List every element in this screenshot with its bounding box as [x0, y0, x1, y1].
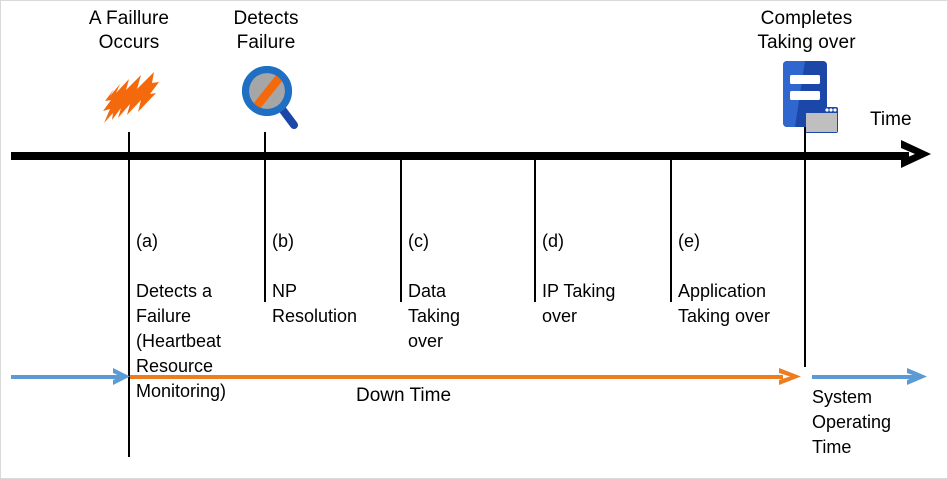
tick-mark-a [128, 132, 130, 457]
phase-label-e: (e) Application Taking over [678, 204, 813, 329]
phase-key-e: (e) [678, 231, 700, 251]
tick-mark-c [400, 159, 402, 302]
operating-time-arrowhead-left [113, 367, 133, 387]
magnifying-glass-icon [239, 63, 301, 135]
event-caption-failure-occurs: A Faillure Occurs [88, 8, 170, 53]
lightning-bolt-icon [93, 63, 163, 135]
down-time-label: Down Time [356, 385, 452, 406]
tick-mark-b [264, 132, 266, 302]
time-axis-label: Time [870, 109, 912, 130]
phase-text-c: Data Taking over [408, 281, 461, 351]
phase-key-a: (a) [136, 231, 158, 251]
phase-key-b: (b) [272, 231, 294, 251]
phase-label-b: (b) NP Resolution [272, 204, 397, 329]
operating-time-bar-right [812, 375, 917, 379]
down-time-bar [130, 375, 783, 379]
down-time-arrowhead [779, 367, 805, 387]
phase-key-c: (c) [408, 231, 429, 251]
phase-key-d: (d) [542, 231, 564, 251]
phase-text-d: IP Taking over [542, 281, 616, 326]
tick-mark-d [534, 159, 536, 302]
phase-label-a: (a) Detects a Failure (Heartbeat Resourc… [136, 204, 256, 404]
phase-label-d: (d) IP Taking over [542, 204, 667, 329]
tick-mark-complete [804, 127, 806, 367]
phase-text-b: NP Resolution [272, 281, 358, 326]
phase-text-a: Detects a Failure (Heartbeat Resource Mo… [136, 281, 227, 401]
event-caption-completes-taking-over: Completes Taking over [757, 8, 856, 53]
phase-text-e: Application Taking over [678, 281, 771, 326]
operating-time-bar-left [11, 375, 121, 379]
tick-mark-e [670, 159, 672, 302]
system-operating-time-label: System Operating Time [812, 387, 892, 457]
operating-time-arrowhead-right [907, 367, 931, 387]
time-axis-line [11, 152, 909, 160]
phase-label-c: (c) Data Taking over [408, 204, 528, 354]
server-window-icon [779, 61, 841, 139]
event-caption-detects-failure: Detects Failure [233, 8, 299, 53]
